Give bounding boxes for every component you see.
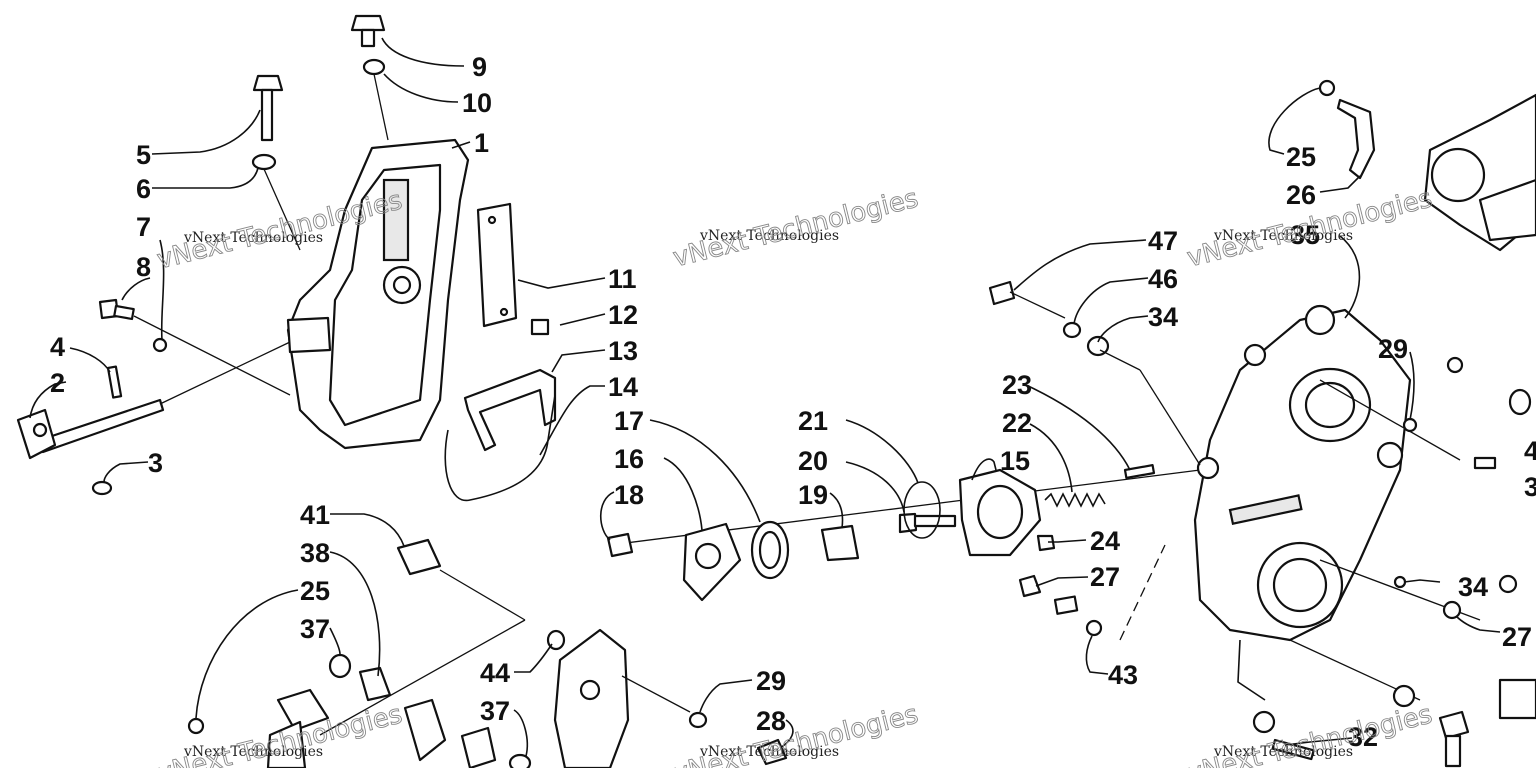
watermark: vNext Technologies vNext Technologies	[1184, 699, 1436, 768]
svg-text:vNext Technologies: vNext Technologies	[154, 700, 405, 768]
callout-5: 5	[136, 140, 151, 170]
svg-text:vNext Technologies: vNext Technologies	[699, 744, 839, 760]
callout-26: 26	[1286, 180, 1316, 210]
callout-11: 11	[608, 264, 637, 294]
callout-3-right: 3	[1524, 472, 1536, 502]
callout-9: 9	[472, 52, 487, 82]
watermark: vNext Technologies vNext Technologies	[154, 699, 406, 768]
callout-28: 28	[756, 706, 786, 736]
inspection-plate-part	[476, 202, 518, 328]
callout-7: 7	[136, 212, 151, 242]
callout-10: 10	[462, 88, 492, 118]
callout-34-right: 34	[1458, 572, 1488, 602]
callout-44: 44	[480, 658, 510, 688]
callout-21: 21	[798, 406, 828, 436]
callout-19: 19	[798, 480, 828, 510]
shaft-part	[38, 398, 165, 454]
callout-38: 38	[300, 538, 330, 568]
watermark: vNext Technologies vNext Technologies	[670, 183, 922, 274]
callout-2: 2	[50, 368, 65, 398]
callout-4-right: 4	[1524, 436, 1536, 466]
chaincase-cover-group	[16, 14, 557, 502]
callout-41: 41	[300, 500, 330, 530]
callout-29-lower: 29	[756, 666, 786, 696]
callout-14: 14	[608, 372, 638, 402]
callout-32: 32	[1348, 722, 1378, 752]
tensioner-group	[606, 464, 1201, 602]
svg-text:vNext Technologies: vNext Technologies	[1184, 700, 1435, 768]
callout-18: 18	[614, 480, 644, 510]
callout-22: 22	[1002, 408, 1032, 438]
callout-3: 3	[148, 448, 163, 478]
svg-text:vNext Technologies: vNext Technologies	[670, 700, 921, 768]
callout-37-lower: 37	[480, 696, 510, 726]
callout-6: 6	[136, 174, 151, 204]
callout-25-lower: 25	[300, 576, 330, 606]
svg-text:vNext Technologies: vNext Technologies	[183, 744, 323, 760]
callout-46: 46	[1148, 264, 1178, 294]
callout-34: 34	[1148, 302, 1178, 332]
callout-37: 37	[300, 614, 330, 644]
svg-text:vNext Technologies: vNext Technologies	[1213, 744, 1353, 760]
watermark: vNext Technologies vNext Technologies	[670, 699, 922, 768]
callout-8: 8	[136, 252, 151, 282]
callout-labels: 9 10 1 5 6 7 8 4 2 3 11 12 13 14 17 16 1…	[50, 52, 1536, 752]
svg-text:vNext Technologies: vNext Technologies	[1213, 228, 1353, 244]
callout-29: 29	[1378, 334, 1408, 364]
callout-20: 20	[798, 446, 828, 476]
callout-15: 15	[1000, 446, 1030, 476]
svg-text:vNext Technologies: vNext Technologies	[699, 228, 839, 244]
callout-47: 47	[1148, 226, 1178, 256]
callout-27: 27	[1090, 562, 1120, 592]
callout-27-right: 27	[1502, 622, 1532, 652]
drop-case-group	[988, 79, 1536, 768]
callout-25: 25	[1286, 142, 1316, 172]
callout-43: 43	[1108, 660, 1138, 690]
svg-text:vNext Technologies: vNext Technologies	[183, 230, 323, 246]
leader-lines	[29, 37, 1501, 757]
callout-24: 24	[1090, 526, 1120, 556]
callout-4: 4	[50, 332, 65, 362]
callout-23: 23	[1002, 370, 1032, 400]
callout-17: 17	[614, 406, 644, 436]
suspension-bracket-group	[187, 538, 788, 768]
callout-12: 12	[608, 300, 638, 330]
callout-16: 16	[614, 444, 644, 474]
callout-35: 35	[1290, 220, 1320, 250]
callout-13: 13	[608, 336, 638, 366]
callout-1: 1	[474, 128, 489, 158]
